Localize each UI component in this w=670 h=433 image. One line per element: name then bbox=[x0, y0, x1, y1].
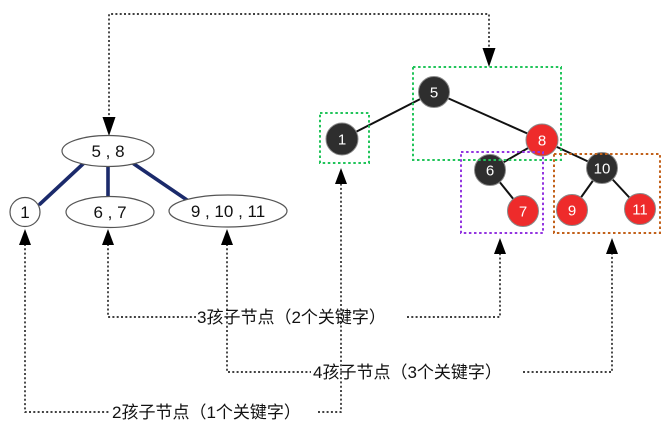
rb-node-10: 10 bbox=[586, 152, 618, 184]
two-child-left-connector bbox=[24, 244, 110, 413]
rb-node-circle bbox=[325, 122, 359, 156]
rb-node-9: 9 bbox=[556, 194, 588, 226]
tree234-leaf-ellipse bbox=[9, 196, 41, 228]
two-child-right-connector bbox=[318, 184, 342, 413]
rb-node-circle bbox=[586, 152, 618, 184]
rb-edge bbox=[433, 91, 543, 141]
three-child-left-connector bbox=[107, 244, 196, 318]
tree234-edge bbox=[38, 161, 86, 206]
rb-node-circle bbox=[418, 76, 450, 108]
two-child-annotation: 2孩子节点（1个关键字） bbox=[112, 403, 301, 422]
rb-node-circle bbox=[525, 123, 559, 157]
rb-node-label: 1 bbox=[338, 132, 346, 149]
arrow-up-to-purple-box-icon bbox=[494, 238, 506, 254]
rb-node-5: 5 bbox=[418, 76, 450, 108]
rb-node-label: 9 bbox=[568, 203, 576, 220]
rb-node-circle bbox=[474, 154, 506, 186]
tree234-leaf-label: 1 bbox=[20, 203, 29, 222]
group-box-9-10-11 bbox=[553, 153, 661, 234]
rb-node-label: 6 bbox=[486, 163, 494, 180]
arrow-down-to-234-root-icon bbox=[102, 117, 116, 136]
rb-node-label: 8 bbox=[538, 133, 546, 150]
rb-node-7: 7 bbox=[507, 195, 539, 227]
rb-node-1: 1 bbox=[325, 122, 359, 156]
tree234-root-ellipse bbox=[61, 134, 155, 168]
rb-node-label: 5 bbox=[430, 85, 438, 102]
rb-node-label: 7 bbox=[519, 204, 527, 221]
tree234-root-label: 5 , 8 bbox=[91, 142, 124, 161]
root-link-connector bbox=[108, 13, 490, 128]
group-box-node-1 bbox=[319, 112, 370, 164]
four-child-right-connector bbox=[523, 253, 613, 373]
three-child-right-connector bbox=[407, 253, 501, 318]
rb-node-label: 11 bbox=[632, 202, 648, 219]
arrow-up-to-6-7-ellipse-icon bbox=[102, 229, 114, 245]
group-box-root-5-8 bbox=[412, 66, 562, 161]
tree234-root-node: 5 , 8 bbox=[61, 134, 155, 168]
arrow-up-to-1-circle-icon bbox=[19, 229, 31, 245]
tree234-leaf-label: 9 , 10 , 11 bbox=[191, 202, 265, 221]
tree234-leaf-ellipse bbox=[168, 194, 288, 228]
rb-node-8: 8 bbox=[525, 123, 559, 157]
rb-node-6: 6 bbox=[474, 154, 506, 186]
arrow-up-to-green-box-1-icon bbox=[335, 168, 347, 184]
rb-edge bbox=[341, 91, 435, 140]
arrow-down-to-rb-group-icon bbox=[482, 48, 496, 67]
group-box-6-7 bbox=[460, 151, 544, 234]
tree234-leaf-ellipse bbox=[65, 195, 155, 229]
rb-node-label: 10 bbox=[594, 161, 611, 178]
three-child-annotation: 3孩子节点（2个关键字） bbox=[197, 308, 386, 327]
arrow-up-to-orange-box-icon bbox=[606, 238, 618, 254]
tree234-edge bbox=[132, 162, 189, 202]
arrow-up-to-9-10-11-ellipse-icon bbox=[221, 229, 233, 245]
four-child-annotation: 4孩子节点（3个关键字） bbox=[313, 363, 502, 382]
tree234-leaf-node: 6 , 7 bbox=[65, 195, 155, 229]
tree234-leaf-node: 1 bbox=[9, 196, 41, 228]
tree234-leaf-node: 9 , 10 , 11 bbox=[168, 194, 288, 228]
rb-node-circle bbox=[507, 195, 539, 227]
tree234-leaf-label: 6 , 7 bbox=[93, 203, 126, 222]
rb-node-circle bbox=[556, 194, 588, 226]
rb-node-11: 11 bbox=[624, 193, 656, 225]
rb-node-circle bbox=[624, 193, 656, 225]
